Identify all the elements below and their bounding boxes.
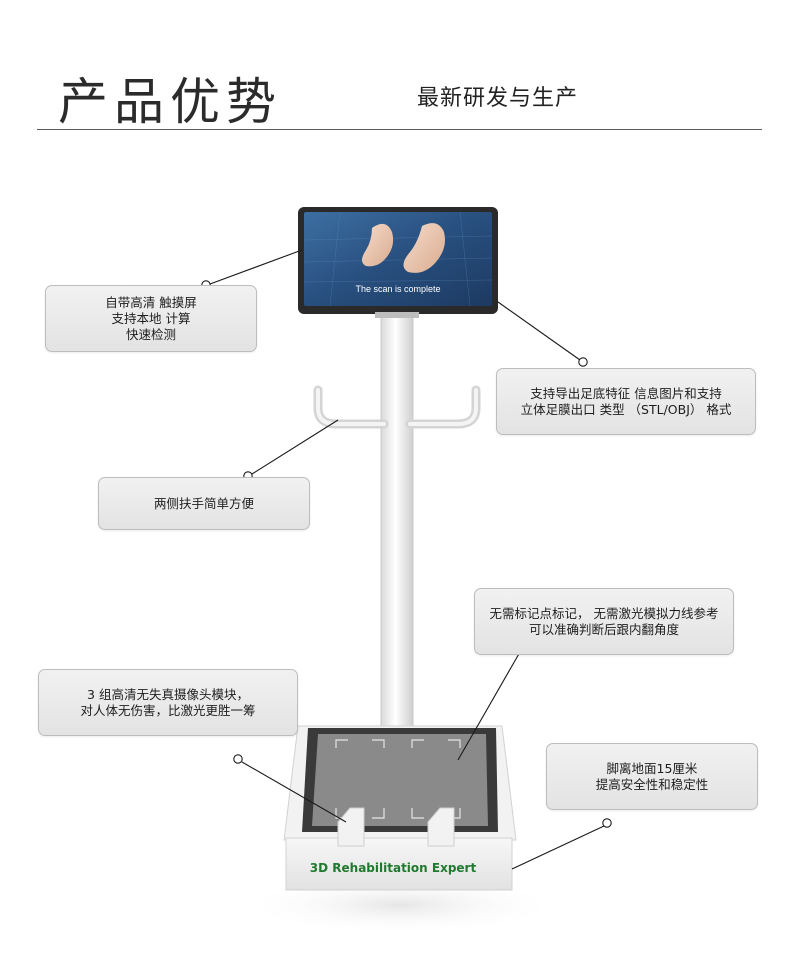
callout-line: 支持导出足底特征 信息图片和支持 — [530, 385, 722, 401]
callout-export-formats: 支持导出足底特征 信息图片和支持 立体足膜出口 类型 （STL/OBJ） 格式 — [496, 368, 756, 435]
callout-line: 立体足膜出口 类型 （STL/OBJ） 格式 — [520, 401, 732, 417]
callout-heel-angle: 无需标记点标记， 无需激光模拟力线参考 可以准确判断后跟内翻角度 — [474, 588, 734, 655]
page-subtitle: 最新研发与生产 — [417, 86, 579, 111]
scanned-feet-image — [362, 223, 445, 273]
heel-stops — [337, 807, 455, 847]
callout-touchscreen: 自带高清 触摸屏 支持本地 计算 快速检测 — [45, 285, 257, 352]
callout-cameras: 3 组高清无失真摄像头模块， 对人体无伤害，比激光更胜一筹 — [38, 669, 298, 736]
left-handle-highlight — [316, 388, 386, 426]
right-handle — [405, 385, 481, 429]
base-front — [285, 837, 513, 891]
callout-line: 可以准确判断后跟内翻角度 — [528, 621, 679, 637]
screen-caption: The scan is complete — [355, 284, 440, 294]
callout-line: 无需标记点标记， 无需激光模拟力线参考 — [489, 605, 719, 621]
monitor-screen — [304, 212, 492, 306]
callout-line: 两侧扶手简单方便 — [153, 495, 254, 511]
callout-line: 支持本地 计算 — [111, 310, 191, 326]
screen-grid-lines — [303, 211, 493, 307]
monitor-mount — [375, 312, 419, 318]
callout-line: 3 组高清无失真摄像头模块， — [87, 686, 249, 702]
callout-line: 快速检测 — [125, 326, 176, 342]
callout-handrails: 两侧扶手简单方便 — [98, 477, 310, 530]
callout-leader-lines — [201, 249, 612, 870]
scan-glass-inner — [312, 734, 488, 826]
foot-position-markers — [335, 739, 461, 819]
page-title: 产品优势 — [58, 73, 282, 131]
brand-label: 3D Rehabilitation Expert — [310, 861, 477, 875]
callout-line: 自带高清 触摸屏 — [105, 294, 197, 310]
callout-line: 脚离地面15厘米 — [606, 760, 698, 776]
right-handle-highlight — [408, 388, 478, 426]
callout-line: 提高安全性和稳定性 — [595, 776, 709, 792]
left-handle — [313, 385, 389, 429]
stand-pole — [380, 311, 414, 733]
callout-line: 对人体无伤害，比激光更胜一筹 — [80, 702, 256, 718]
header-divider — [37, 129, 762, 130]
callout-platform-height: 脚离地面15厘米 提高安全性和稳定性 — [546, 743, 758, 810]
